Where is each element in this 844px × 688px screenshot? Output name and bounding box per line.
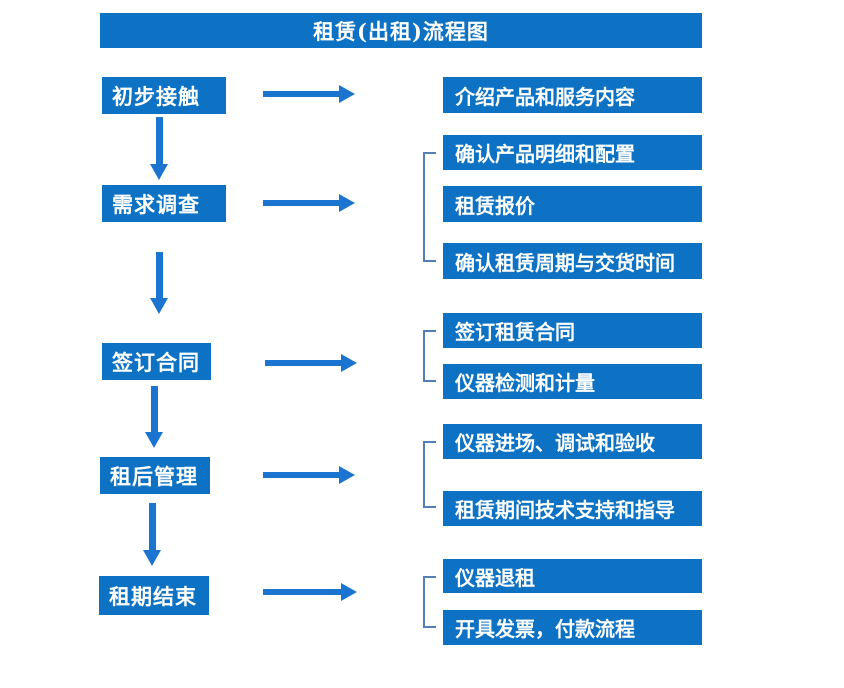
detail-box-instrument-return: 仪器退租 [443, 559, 702, 593]
detail-box-instrument-entry-debug-acceptance: 仪器进场、调试和验收 [443, 424, 702, 459]
arrow-shaft [151, 386, 158, 434]
arrow-shaft [265, 360, 343, 366]
detail-box-invoice-payment-process: 开具发票，付款流程 [443, 610, 702, 645]
detail-box-confirm-rental-period-delivery: 确认租赁周期与交货时间 [443, 243, 702, 279]
arrow-shaft [263, 91, 341, 97]
arrow-shaft [156, 252, 163, 300]
arrow-head [341, 583, 357, 601]
detail-box-technical-support-guidance: 租赁期间技术支持和指导 [443, 491, 702, 526]
arrow-head [143, 550, 161, 566]
arrow-head [150, 164, 168, 180]
arrow-head [339, 466, 355, 484]
arrow-shaft [149, 503, 156, 552]
step-box-demand-survey: 需求调查 [102, 185, 226, 222]
arrow-down-icon [143, 503, 161, 566]
arrow-shaft [263, 200, 341, 206]
arrow-shaft [156, 117, 163, 166]
arrow-right-icon [265, 354, 357, 372]
detail-box-sign-rental-contract: 签订租赁合同 [443, 313, 702, 348]
arrow-right-icon [263, 85, 355, 103]
arrow-head [145, 432, 163, 448]
arrow-right-icon [263, 583, 357, 601]
arrow-right-icon [263, 194, 355, 212]
arrow-down-icon [145, 386, 163, 448]
step-box-post-rental-management: 租后管理 [100, 457, 210, 494]
detail-box-confirm-product-details: 确认产品明细和配置 [443, 135, 702, 170]
detail-box-introduce-products-services: 介绍产品和服务内容 [443, 77, 702, 113]
step-box-initial-contact: 初步接触 [102, 77, 226, 114]
detail-box-instrument-inspection-metering: 仪器检测和计量 [443, 364, 702, 399]
group-bracket-demand-survey [423, 152, 436, 262]
flowchart-title: 租赁(出租)流程图 [100, 13, 702, 48]
arrow-head [339, 85, 355, 103]
arrow-shaft [263, 589, 343, 595]
arrow-down-icon [150, 252, 168, 314]
arrow-head [339, 194, 355, 212]
step-box-sign-contract: 签订合同 [102, 343, 211, 380]
group-bracket-post-rental [423, 441, 436, 508]
detail-box-rental-quote: 租赁报价 [443, 186, 702, 222]
arrow-down-icon [150, 117, 168, 180]
arrow-shaft [263, 472, 341, 478]
arrow-right-icon [263, 466, 355, 484]
step-box-rental-end: 租期结束 [99, 576, 209, 615]
arrow-head [341, 354, 357, 372]
group-bracket-rental-end [423, 576, 436, 628]
group-bracket-sign-contract [423, 330, 436, 382]
arrow-head [150, 298, 168, 314]
